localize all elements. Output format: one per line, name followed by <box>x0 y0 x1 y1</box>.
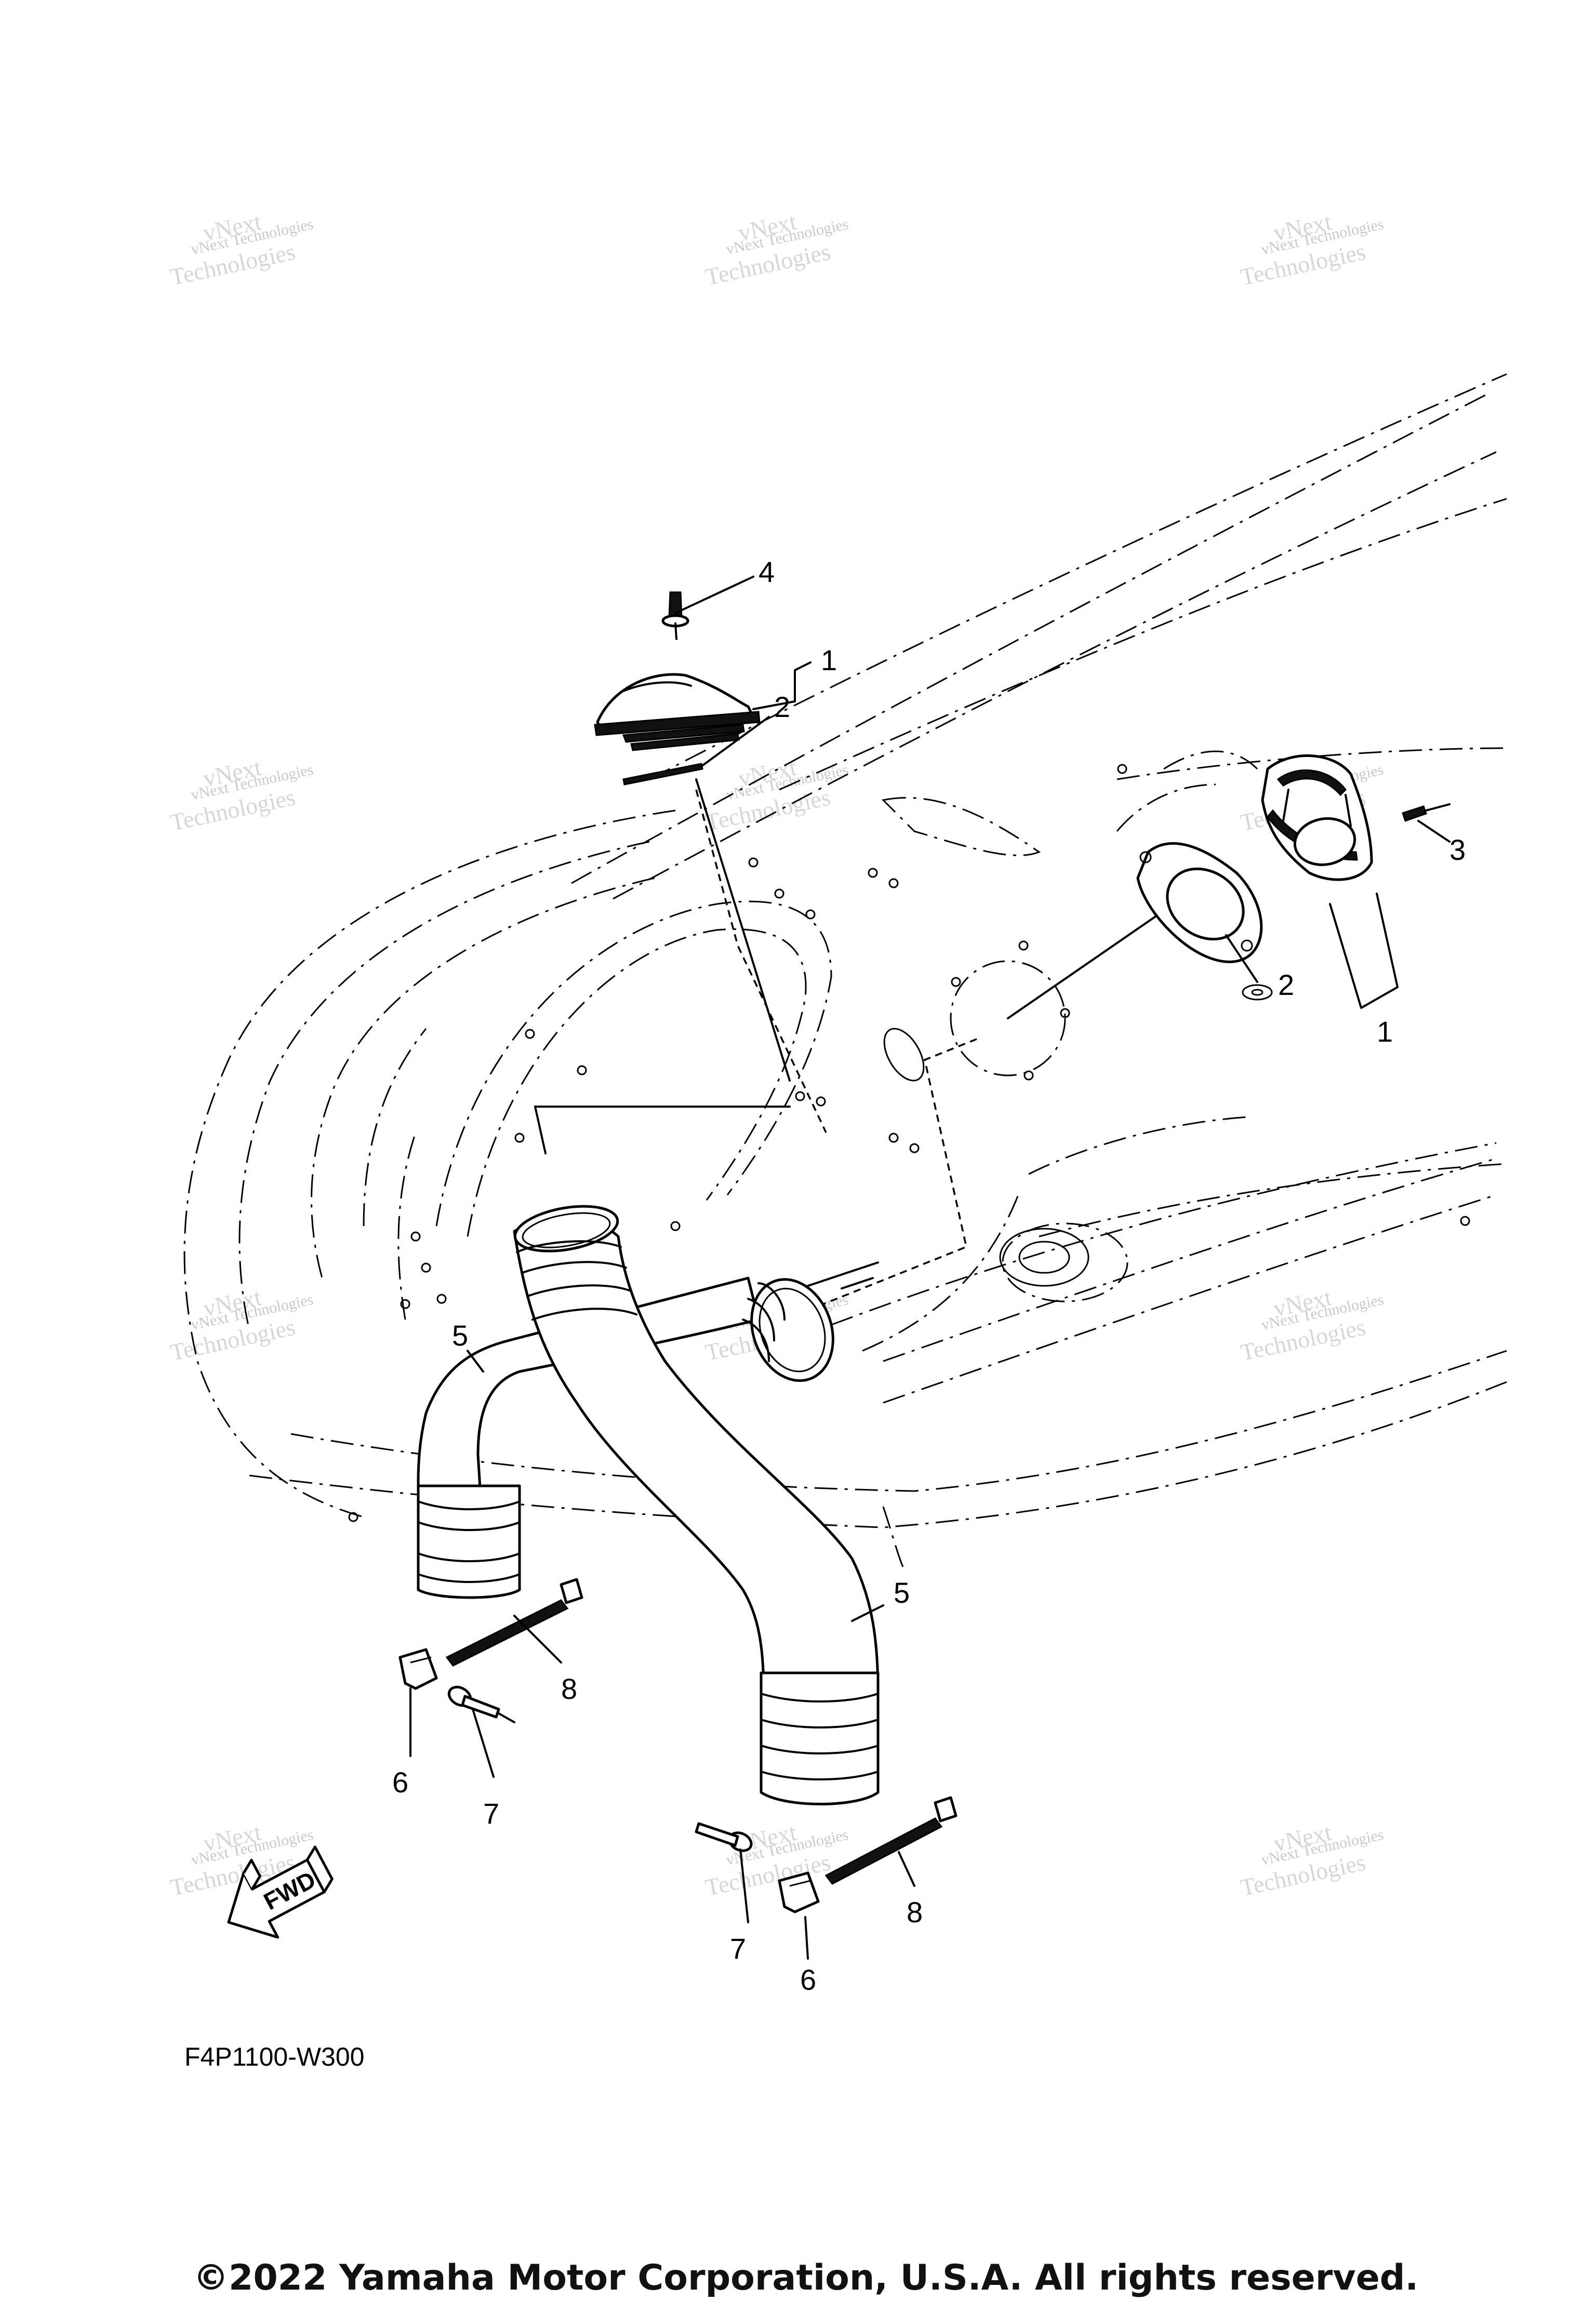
deck-cap-top <box>594 673 761 751</box>
pin-left <box>447 1685 515 1723</box>
cable-tie-left <box>445 1578 583 1667</box>
watermark: vNext Technologies Technologies vNext <box>703 208 850 290</box>
callout-4: 4 <box>759 555 775 588</box>
callout-5-main: 5 <box>894 1576 910 1609</box>
callout-6-left: 6 <box>392 1766 408 1799</box>
watermark: vNext Technologies Technologies vNext <box>1238 1284 1385 1366</box>
clip-left <box>398 1648 438 1690</box>
callout-1-top: 1 <box>821 644 837 676</box>
watermark: vNext Technologies Technologies vNext <box>168 1284 315 1366</box>
hull-outline <box>183 373 1507 1570</box>
hose-left <box>417 1276 834 1555</box>
hatch-ring-right <box>1136 842 1263 963</box>
gasket-top <box>622 763 703 786</box>
copyright-notice: ©2022 Yamaha Motor Corporation, U.S.A. A… <box>193 2257 1419 2298</box>
watermark: vNext Technologies Technologies vNext <box>1238 208 1385 290</box>
callout-2-right: 2 <box>1278 968 1294 1001</box>
cable-tie-right <box>824 1796 957 1885</box>
callout-5-left: 5 <box>452 1319 468 1352</box>
callout-numbers: 4 1 2 3 2 1 5 5 8 6 7 7 6 8 <box>392 555 1466 1996</box>
rivet-top <box>661 591 689 640</box>
callout-bracket-right <box>1329 903 1399 1009</box>
callout-2-top: 2 <box>774 690 790 723</box>
screw-right <box>1402 803 1451 822</box>
watermark: vNext Technologies Technologies vNext <box>168 754 315 836</box>
callout-8-left: 8 <box>561 1672 577 1705</box>
hatch-cover-right <box>1261 754 1373 881</box>
diagram-code: F4P1100-W300 <box>184 2042 365 2071</box>
watermark: vNext Technologies Technologies vNext <box>703 1819 850 1901</box>
mounting-holes <box>348 764 1470 1522</box>
callout-3: 3 <box>1449 833 1466 866</box>
hose-left-cuff <box>417 1484 521 1599</box>
clip-right <box>778 1871 820 1913</box>
callout-7-left: 7 <box>483 1797 499 1830</box>
hose-main-cuff <box>760 1671 880 1805</box>
callout-8-right: 8 <box>907 1896 923 1929</box>
watermark: vNext Technologies Technologies vNext <box>1238 1819 1385 1901</box>
callout-6-right: 6 <box>800 1963 816 1996</box>
assembly-lines <box>534 778 1160 1310</box>
hose-main <box>513 1205 880 1695</box>
callout-leaders <box>409 576 1451 1960</box>
watermark: vNext Technologies Technologies vNext <box>703 754 850 836</box>
watermark: vNext Technologies Technologies vNext <box>168 208 315 290</box>
pin-right <box>695 1822 753 1852</box>
callout-7-right: 7 <box>730 1932 746 1965</box>
callout-1-right: 1 <box>1377 1015 1393 1048</box>
